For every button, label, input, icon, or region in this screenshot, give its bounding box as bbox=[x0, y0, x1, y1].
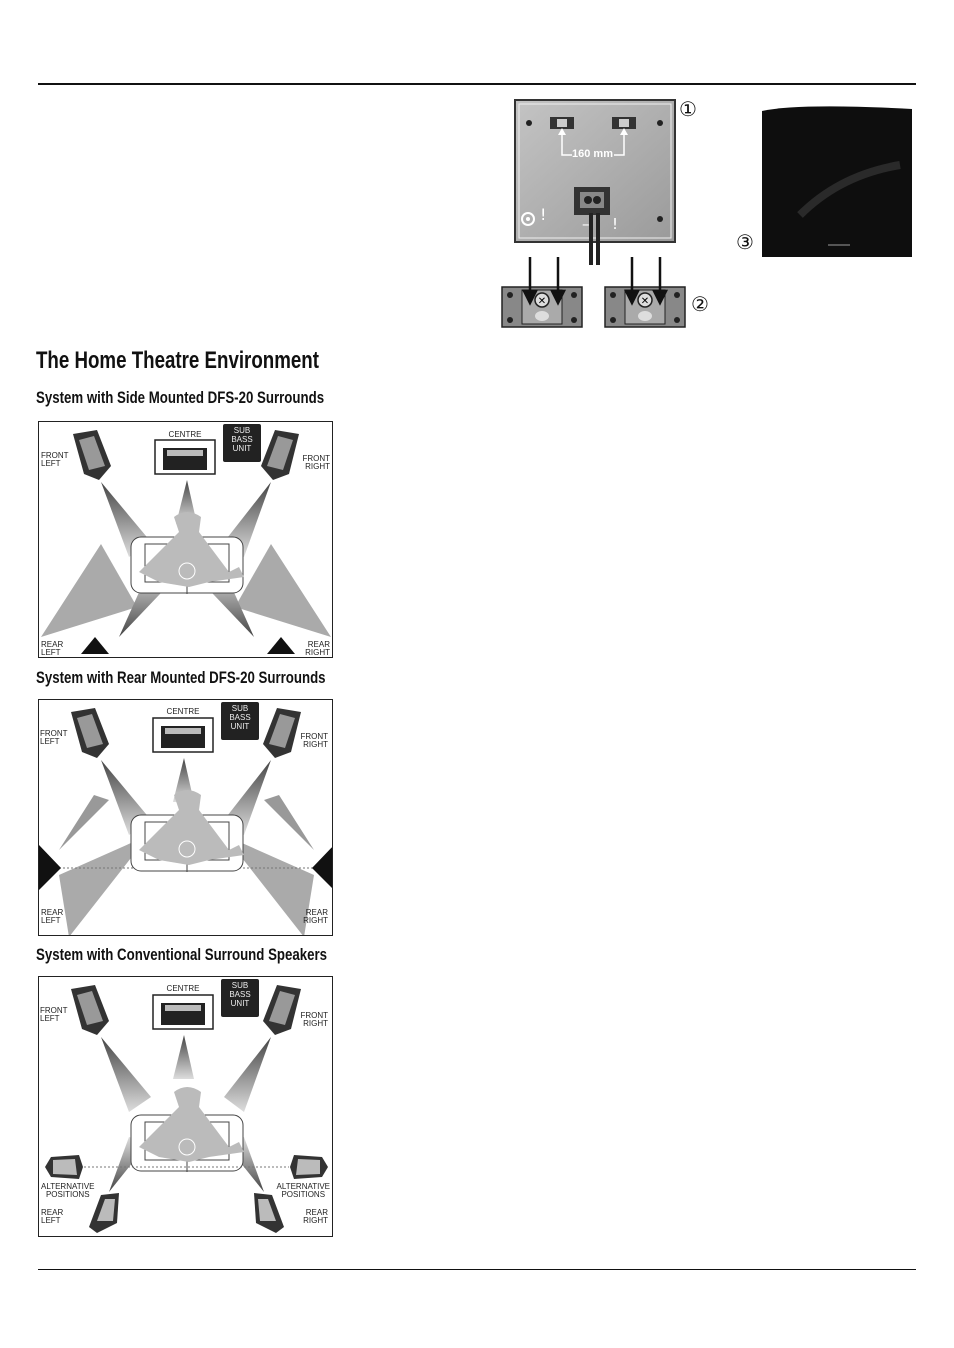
svg-text:✕: ✕ bbox=[538, 296, 546, 307]
diagram-heading-rear: System with Rear Mounted DFS-20 Surround… bbox=[36, 668, 326, 687]
rear-left-speaker bbox=[89, 1193, 119, 1233]
rear-right-label: REAR RIGHT bbox=[303, 908, 328, 925]
bracket-right: ✕ bbox=[604, 286, 686, 328]
dimension-label: 160 mm bbox=[572, 148, 613, 160]
front-right-label: FRONT RIGHT bbox=[300, 1011, 328, 1028]
front-left-label: FRONT LEFT bbox=[41, 451, 69, 468]
centre-label: CENTRE bbox=[166, 707, 200, 716]
sub-bass-unit: SUB BASS UNIT bbox=[223, 424, 261, 462]
front-left-label: FRONT LEFT bbox=[40, 1006, 68, 1023]
rear-left-label: REAR LEFT bbox=[41, 908, 64, 925]
front-left-speaker bbox=[71, 708, 109, 758]
centre-label: CENTRE bbox=[168, 430, 202, 439]
top-rule bbox=[38, 83, 916, 85]
alt-left-speaker bbox=[45, 1155, 83, 1179]
sub-bass-unit: SUB BASS UNIT bbox=[221, 702, 259, 740]
centre-speaker bbox=[152, 994, 214, 1030]
diagram-heading-side: System with Side Mounted DFS-20 Surround… bbox=[36, 388, 325, 407]
mounting-illustration: ✕ ✕ ! – ! 160 bbox=[500, 95, 920, 335]
rear-left-label: REAR LEFT bbox=[41, 640, 64, 657]
diagram-heading-conventional: System with Conventional Surround Speake… bbox=[36, 945, 328, 964]
centre-label: CENTRE bbox=[166, 984, 200, 993]
front-left-label: FRONT LEFT bbox=[40, 729, 68, 746]
alt-left-label: ALTERNATIVE POSITIONS bbox=[41, 1182, 95, 1199]
sub-bass-unit: SUB BASS UNIT bbox=[221, 979, 259, 1017]
sub-unit-photo bbox=[762, 106, 912, 257]
bracket-left: ✕ bbox=[501, 286, 583, 328]
svg-text:–: – bbox=[582, 215, 590, 233]
front-right-label: FRONT RIGHT bbox=[302, 454, 330, 471]
diagram-rear-mounted: CENTRE SUB BASS UNIT FRONT LEFT FRONT RI… bbox=[38, 699, 333, 936]
rear-right-label: REAR RIGHT bbox=[303, 1208, 328, 1225]
diagram-rear-drawing bbox=[39, 708, 332, 935]
alt-right-label: ALTERNATIVE POSITIONS bbox=[276, 1182, 331, 1199]
diagram-side-drawing bbox=[41, 430, 331, 654]
bottom-rule bbox=[38, 1269, 916, 1270]
callout-1: ① bbox=[679, 97, 697, 121]
front-left-speaker bbox=[71, 985, 109, 1035]
svg-text:✕: ✕ bbox=[641, 296, 649, 307]
front-right-label: FRONT RIGHT bbox=[300, 732, 328, 749]
svg-text:!: ! bbox=[540, 205, 546, 224]
callout-2: ② bbox=[691, 292, 709, 316]
front-left-speaker bbox=[73, 430, 111, 480]
centre-speaker bbox=[152, 717, 214, 753]
wall-plate bbox=[514, 99, 676, 243]
page-title: The Home Theatre Environment bbox=[36, 347, 319, 374]
mounting-drawing: ✕ ✕ ! – ! bbox=[501, 99, 912, 328]
rear-left-label: REAR LEFT bbox=[41, 1208, 64, 1225]
rear-right-label: REAR RIGHT bbox=[305, 640, 330, 657]
diagram-side-mounted: CENTRE SUB BASS UNIT FRONT LEFT FRONT RI… bbox=[38, 421, 333, 658]
diagram-conventional: CENTRE SUB BASS UNIT FRONT LEFT FRONT RI… bbox=[38, 976, 333, 1237]
front-right-speaker bbox=[261, 430, 299, 480]
front-right-speaker bbox=[263, 708, 301, 758]
centre-speaker bbox=[154, 439, 216, 475]
alt-right-speaker bbox=[290, 1155, 328, 1179]
front-right-speaker bbox=[263, 985, 301, 1035]
svg-text:!: ! bbox=[612, 215, 618, 233]
diagram-conventional-drawing bbox=[45, 985, 328, 1233]
rear-right-speaker bbox=[254, 1193, 284, 1233]
callout-3: ③ bbox=[736, 230, 754, 254]
